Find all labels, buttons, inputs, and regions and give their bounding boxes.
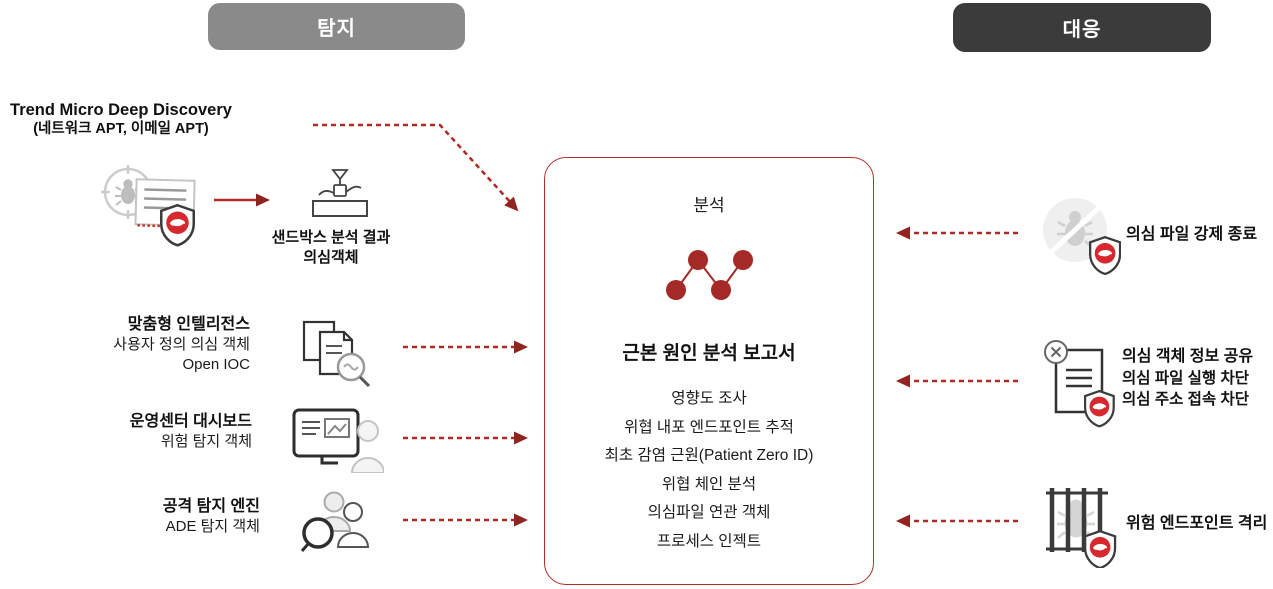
input-custom-intelligence: 맞춤형 인텔리전스 사용자 정의 의심 객체 Open IOC [55, 315, 250, 375]
response-line: 의심 파일 실행 차단 [1122, 369, 1249, 387]
arrowhead [514, 431, 528, 445]
arrowhead [896, 226, 910, 240]
analysis-card: 분석 근본 원인 분석 보고서 영향도 조사 위협 내포 엔드포인트 추적 최초… [544, 157, 874, 585]
sandbox-caption-line2: 의심객체 [303, 249, 359, 266]
report-item: 위협 내포 엔드포인트 추적 [624, 418, 794, 436]
response-title: 의심 파일 강제 종료 [1126, 226, 1258, 243]
block-document-shield-icon [1044, 340, 1115, 428]
response-phase-pill: 대응 [953, 3, 1211, 52]
deep-discovery-label: Trend Micro Deep Discovery (네트워크 APT, 이메… [2, 101, 240, 139]
report-item: 영향도 조사 [671, 390, 747, 407]
arrowhead [896, 514, 910, 528]
report-item: 최초 감염 근원(Patient Zero ID) [604, 447, 814, 464]
input-operations-dashboard: 운영센터 대시보드 위험 탐지 객체 [58, 412, 252, 452]
response-quarantine: 위험 엔드포인트 격리 [1126, 513, 1273, 535]
response-terminate: 의심 파일 강제 종료 [1126, 224, 1273, 246]
report-items: 영향도 조사 위협 내포 엔드포인트 추적 최초 감염 근원(Patient Z… [545, 385, 873, 556]
report-item: 의심파일 연관 객체 [647, 504, 771, 521]
input-title: 맞춤형 인텔리전스 [127, 316, 250, 333]
arrowhead [514, 340, 528, 354]
input-attack-engine: 공격 탐지 엔진 ADE 탐지 객체 [66, 497, 260, 537]
terminate-file-shield-icon [1043, 198, 1121, 276]
sandbox-funnel-icon [312, 169, 368, 217]
report-item: 프로세스 인젝트 [656, 532, 762, 550]
input-line: 사용자 정의 의심 객체 [113, 336, 250, 353]
analysts-magnifier-icon [300, 491, 370, 552]
response-share-block: 의심 객체 정보 공유 의심 파일 실행 차단 의심 주소 접속 차단 [1122, 346, 1273, 411]
input-line: 위험 탐지 객체 [160, 433, 252, 450]
report-title: 근본 원인 분석 보고서 [622, 343, 796, 364]
response-title: 의심 객체 정보 공유 [1122, 348, 1254, 365]
input-line: ADE 탐지 객체 [165, 518, 260, 535]
arrowhead [896, 374, 910, 388]
input-title: 공격 탐지 엔진 [162, 498, 260, 515]
sandbox-caption-line1: 샌드박스 분석 결과 [271, 229, 391, 246]
arrowhead [504, 196, 519, 212]
input-line: Open IOC [182, 356, 250, 373]
zigzag-chain-icon [666, 250, 753, 300]
intelligence-documents-magnifier-icon [302, 320, 371, 388]
quarantine-bug-shield-icon [1046, 488, 1117, 568]
detection-phase-pill: 탐지 [208, 3, 465, 50]
response-title: 위험 엔드포인트 격리 [1126, 515, 1268, 532]
arrowhead [256, 193, 270, 207]
dashboard-operator-icon [292, 408, 384, 473]
input-title: 운영센터 대시보드 [129, 413, 252, 430]
analysis-title: 분석 [693, 196, 725, 215]
report-item: 위협 체인 분석 [661, 475, 757, 493]
arrowhead [514, 513, 528, 527]
deep-discovery-title: Trend Micro Deep Discovery [10, 101, 232, 119]
deep-discovery-subtitle: (네트워크 APT, 이메일 APT) [33, 121, 209, 137]
response-line: 의심 주소 접속 차단 [1122, 391, 1249, 408]
sandbox-caption: 샌드박스 분석 결과 의심객체 [245, 228, 417, 268]
threat-detection-shield-icon [101, 165, 196, 247]
